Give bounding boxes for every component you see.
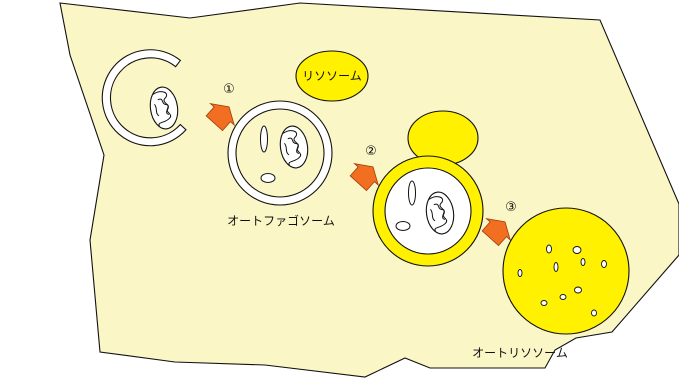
autolysosome <box>503 208 629 334</box>
autophagosome <box>228 101 332 205</box>
step-1-label: ① <box>223 82 235 97</box>
lysosome-label: リソソーム <box>302 69 362 83</box>
step-2-label: ② <box>365 144 377 159</box>
step-3-label: ③ <box>505 200 517 215</box>
autolysosome-label: オートリソソーム <box>472 346 568 360</box>
lysosome: リソソーム <box>296 51 368 101</box>
autophagosome-label: オートファゴソーム <box>227 213 335 228</box>
